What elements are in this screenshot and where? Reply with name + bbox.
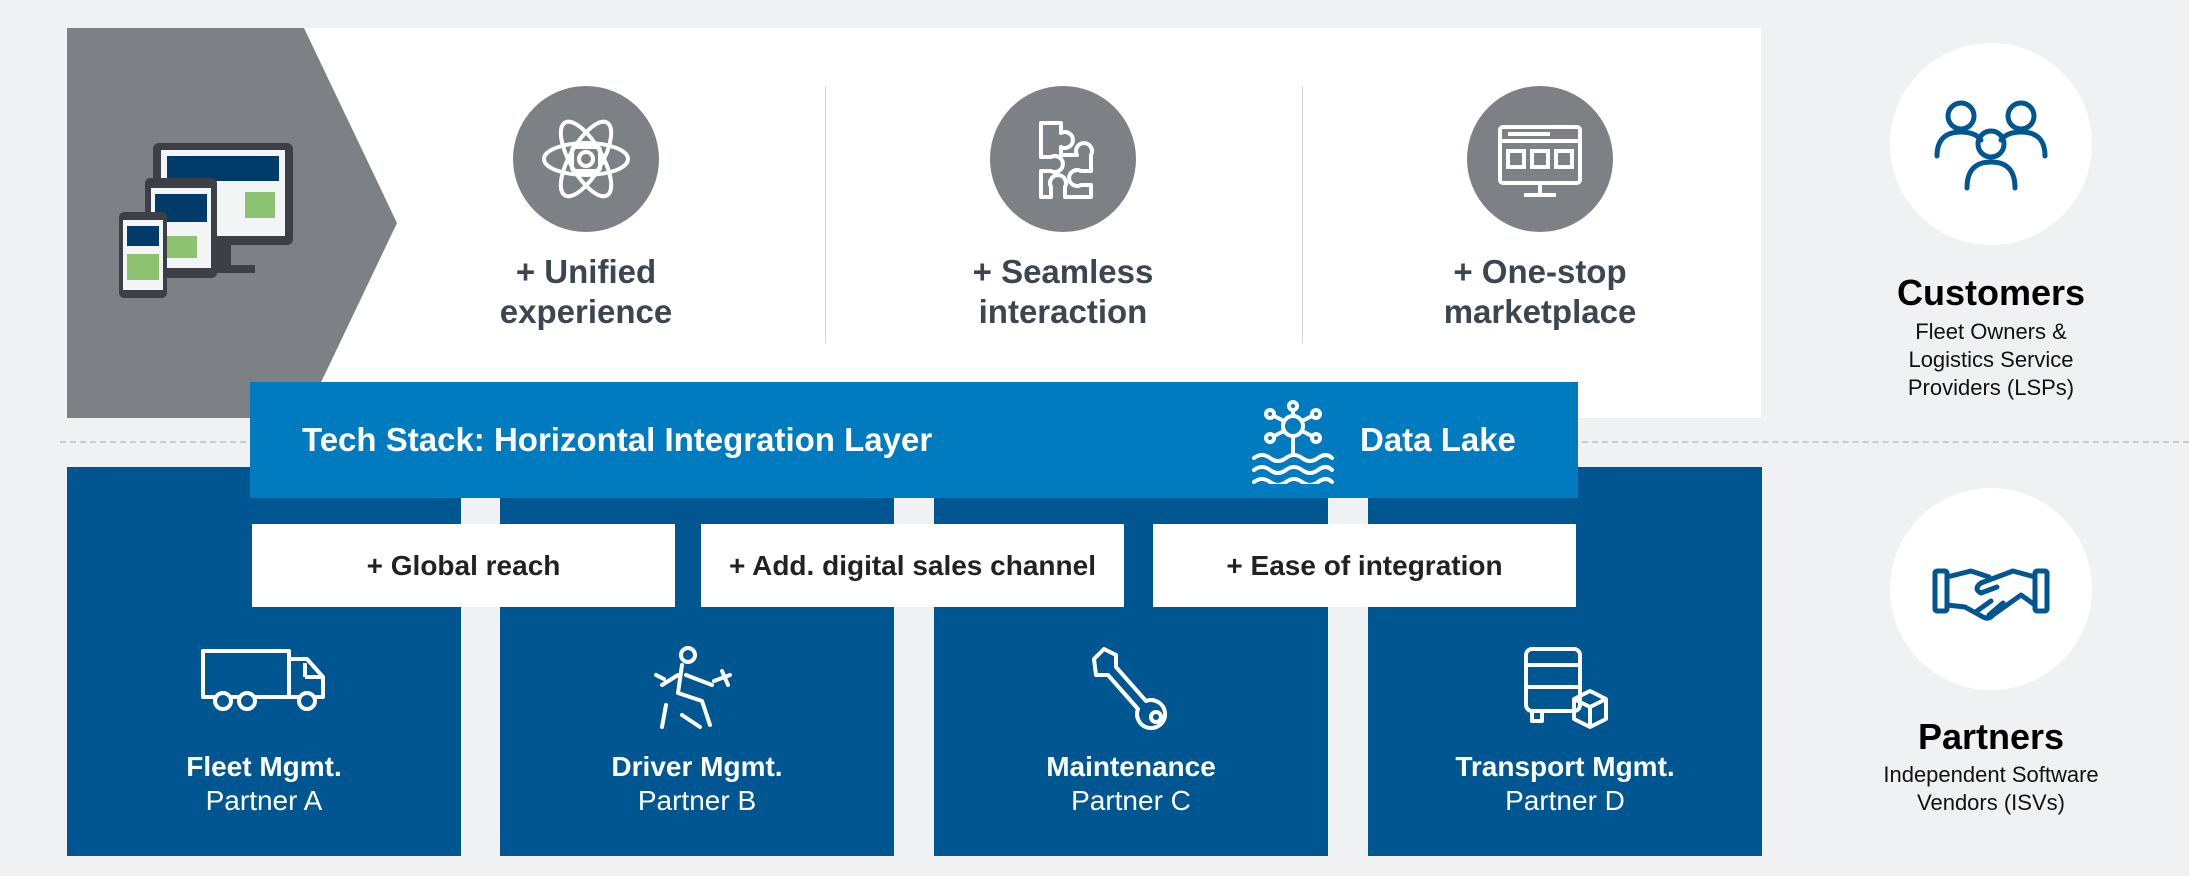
customers-title: Customers bbox=[1896, 272, 2086, 313]
people-group-icon bbox=[1890, 43, 2092, 245]
truck-icon bbox=[67, 645, 461, 735]
benefit-seamless-interaction: + Seamless interaction bbox=[893, 86, 1233, 332]
handshake-icon bbox=[1890, 488, 2092, 690]
partners-title: Partners bbox=[1917, 716, 2065, 757]
marketplace-screen-icon bbox=[1467, 86, 1613, 232]
partner-label: Partner D bbox=[1505, 785, 1625, 816]
partner-name: Driver Mgmt. bbox=[611, 751, 783, 782]
benefit-label: + One-stop marketplace bbox=[1443, 253, 1637, 330]
customers-subtitle: Fleet Owners & Logistics Service Provide… bbox=[1907, 319, 2075, 400]
partner-name: Fleet Mgmt. bbox=[186, 751, 342, 782]
devices-icon bbox=[119, 143, 293, 298]
benefit-unified-experience: + Unified experience bbox=[416, 86, 756, 332]
wrench-icon bbox=[934, 645, 1328, 735]
divider bbox=[825, 86, 826, 343]
tag-digital-sales-channel: + Add. digital sales channel bbox=[701, 524, 1124, 607]
data-lake-icon bbox=[1252, 400, 1334, 484]
benefit-label: + Unified experience bbox=[499, 253, 673, 330]
divider bbox=[1302, 86, 1303, 343]
benefit-label: + Seamless interaction bbox=[972, 253, 1154, 330]
tag-global-reach: + Global reach bbox=[252, 524, 675, 607]
partners-subtitle: Independent Software Vendors (ISVs) bbox=[1883, 762, 2099, 815]
partner-name: Transport Mgmt. bbox=[1455, 751, 1675, 782]
data-lake-label: Data Lake bbox=[1360, 421, 1516, 458]
tech-stack-bar: Tech Stack: Horizontal Integration Layer… bbox=[250, 382, 1578, 498]
driver-seat-icon bbox=[500, 645, 894, 735]
atom-icon bbox=[513, 86, 659, 232]
partner-name: Maintenance bbox=[1046, 751, 1216, 782]
partner-label: Partner A bbox=[205, 785, 323, 816]
tech-stack-title: Tech Stack: Horizontal Integration Layer bbox=[302, 421, 933, 458]
partner-label: Partner C bbox=[1071, 785, 1191, 816]
devices-arrow bbox=[67, 28, 397, 418]
partner-label: Partner B bbox=[637, 785, 757, 816]
bus-package-icon bbox=[1368, 645, 1762, 735]
puzzle-icon bbox=[990, 86, 1136, 232]
tag-ease-of-integration: + Ease of integration bbox=[1153, 524, 1576, 607]
benefit-one-stop-marketplace: + One-stop marketplace bbox=[1370, 86, 1710, 332]
